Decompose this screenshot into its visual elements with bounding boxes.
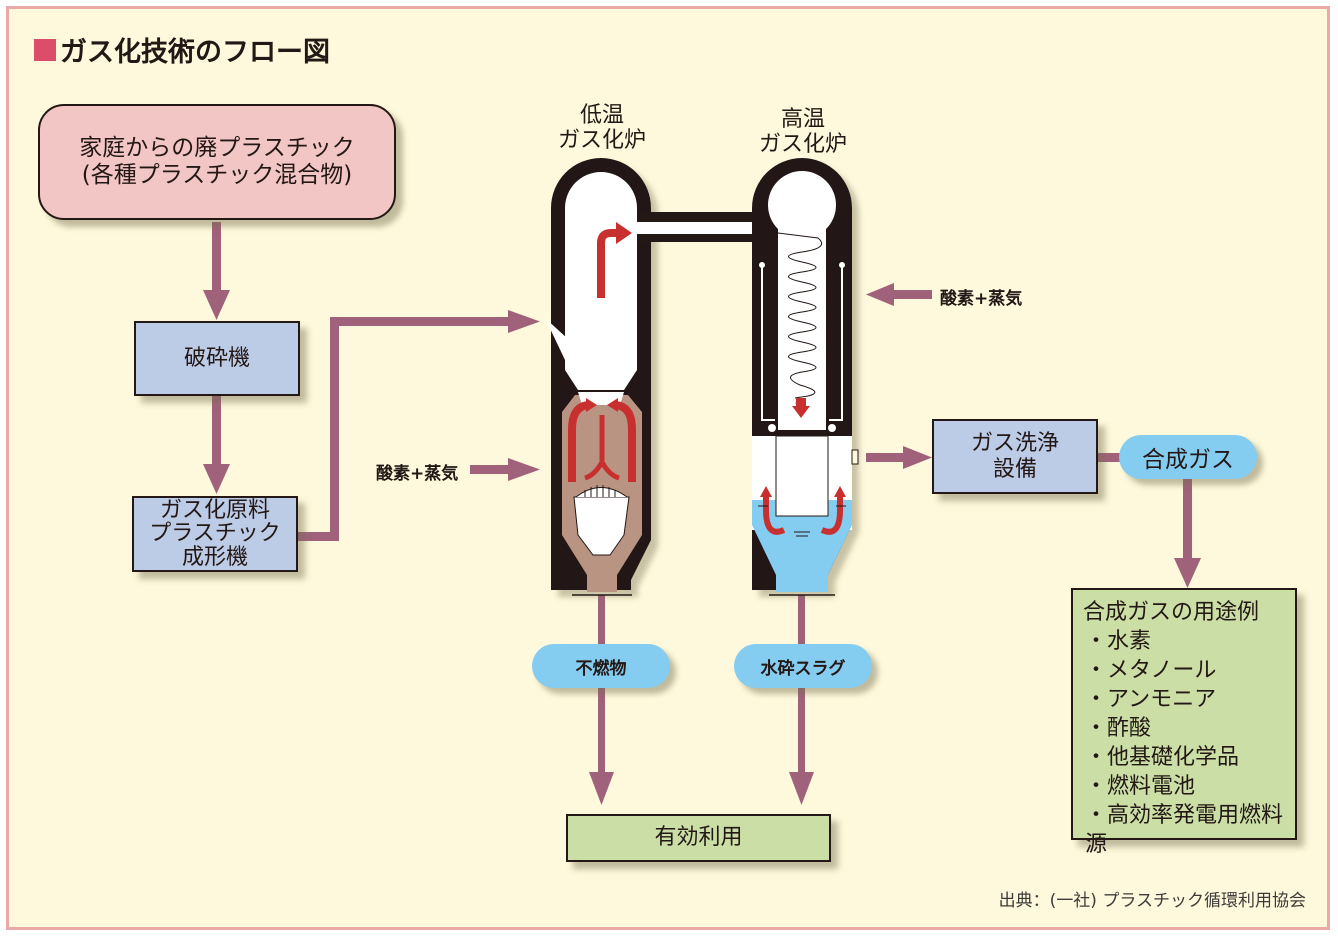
- flow-line-cleaning-to-syngas: [1098, 453, 1128, 462]
- syngas-label: 合成ガス: [1142, 447, 1234, 473]
- syngas-uses-box: 合成ガスの用途例 ・水素 ・メタノール ・アンモニア ・酢酸 ・他基礎化学品 ・…: [1071, 588, 1297, 857]
- title-text: ガス化技術のフロー図: [60, 37, 330, 68]
- flow-line-waste-to-crusher: [212, 222, 221, 292]
- high-furnace-flow-arrows: [763, 495, 843, 535]
- syngas-pill: 合成ガス: [1119, 435, 1257, 479]
- low-furnace-flow-arrows: [568, 229, 636, 482]
- arrow-head-oxygen-high: [866, 283, 894, 306]
- syngas-use-item: ・アンモニア: [1085, 687, 1217, 712]
- low-temp-furnace-label: 低温 ガス化炉: [532, 103, 672, 153]
- arrow-head-gas-cleaning: [903, 446, 932, 469]
- arrow-head-oxygen-low: [508, 458, 540, 481]
- flow-line-molding-up: [330, 317, 339, 541]
- effective-use-box: 有効利用: [566, 814, 831, 862]
- high-temp-line1: 高温: [780, 107, 825, 132]
- connector-pipe-inner: [630, 222, 780, 234]
- household-waste-line2: (各種プラスチック混合物): [81, 162, 353, 188]
- syngas-use-item: ・他基礎化学品: [1085, 745, 1240, 770]
- molding-line2: プラスチック: [149, 521, 281, 547]
- molding-line3: 成形機: [181, 544, 248, 570]
- gas-cleaning-box: ガス洗浄 設備: [932, 419, 1098, 494]
- source-citation: 出典：(一社) プラスチック循環利用協会: [998, 891, 1306, 911]
- arrow-head-crusher: [203, 290, 230, 320]
- flow-line-incombustibles: [598, 686, 605, 774]
- grate-icon: [573, 496, 630, 556]
- flow-line-oxygen-low: [470, 465, 510, 474]
- water-slag-pill: 水砕スラグ: [734, 644, 872, 688]
- flow-line-syngas-to-uses: [1183, 478, 1192, 560]
- feed-chute: [545, 318, 580, 360]
- molding-machine-box: ガス化原料 プラスチック 成形機: [132, 496, 298, 572]
- high-temp-furnace-label: 高温 ガス化炉: [733, 107, 873, 157]
- arrow-head-slag: [789, 772, 814, 805]
- household-waste-box: 家庭からの廃プラスチック (各種プラスチック混合物): [38, 104, 396, 220]
- low-temp-line1: 低温: [579, 103, 624, 128]
- red-arrow-head-up: [616, 222, 632, 244]
- arrow-head-molding: [203, 464, 230, 494]
- arrow-head-furnace-feed: [508, 310, 540, 333]
- coil-icon: [769, 231, 822, 399]
- incombustibles-label: 不燃物: [575, 658, 627, 679]
- page-title: ガス化技術のフロー図: [34, 30, 330, 69]
- gas-cleaning-line2: 設備: [992, 456, 1037, 482]
- flow-line-molding-out: [298, 532, 338, 541]
- flow-line-to-furnace: [330, 317, 510, 326]
- effective-use-label: 有効利用: [654, 825, 743, 851]
- flow-line-high-bottom: [798, 595, 805, 645]
- arrow-head-uses: [1174, 558, 1201, 588]
- flow-line-slag: [798, 686, 805, 774]
- red-arrow-down: [792, 398, 810, 418]
- high-furnace-reactor: [778, 205, 826, 430]
- title-square-icon: [34, 38, 56, 61]
- household-waste-line1: 家庭からの廃プラスチック: [79, 134, 355, 161]
- crusher-box: 破砕機: [134, 321, 300, 396]
- syngas-use-item: ・酢酸: [1085, 716, 1152, 741]
- oxygen-steam-low-label: 酸素+蒸気: [376, 464, 459, 484]
- high-temp-line2: ガス化炉: [758, 131, 847, 157]
- syngas-use-item: ・高効率発電用燃料源: [1085, 803, 1284, 857]
- syngas-uses-heading: 合成ガスの用途例: [1083, 600, 1260, 625]
- water-slag-label: 水砕スラグ: [760, 658, 846, 679]
- water-bath: [752, 500, 852, 592]
- molding-line1: ガス化原料: [159, 498, 270, 524]
- syngas-use-item: ・メタノール: [1085, 658, 1217, 683]
- arrow-head-incombustibles: [589, 772, 614, 805]
- crusher-label: 破砕機: [183, 345, 250, 371]
- oxygen-steam-high-label: 酸素+蒸気: [940, 289, 1023, 309]
- incombustibles-pill: 不燃物: [532, 644, 670, 688]
- flow-line-low-bottom: [598, 595, 605, 645]
- low-temp-line2: ガス化炉: [557, 127, 646, 153]
- gas-cleaning-line1: ガス洗浄: [970, 430, 1059, 456]
- syngas-use-item: ・燃料電池: [1085, 774, 1196, 799]
- flow-line-oxygen-high: [892, 290, 932, 299]
- flow-line-to-gas-cleaning: [866, 453, 906, 462]
- flow-line-crusher-to-molding: [212, 396, 221, 466]
- syngas-use-item: ・水素: [1085, 629, 1152, 654]
